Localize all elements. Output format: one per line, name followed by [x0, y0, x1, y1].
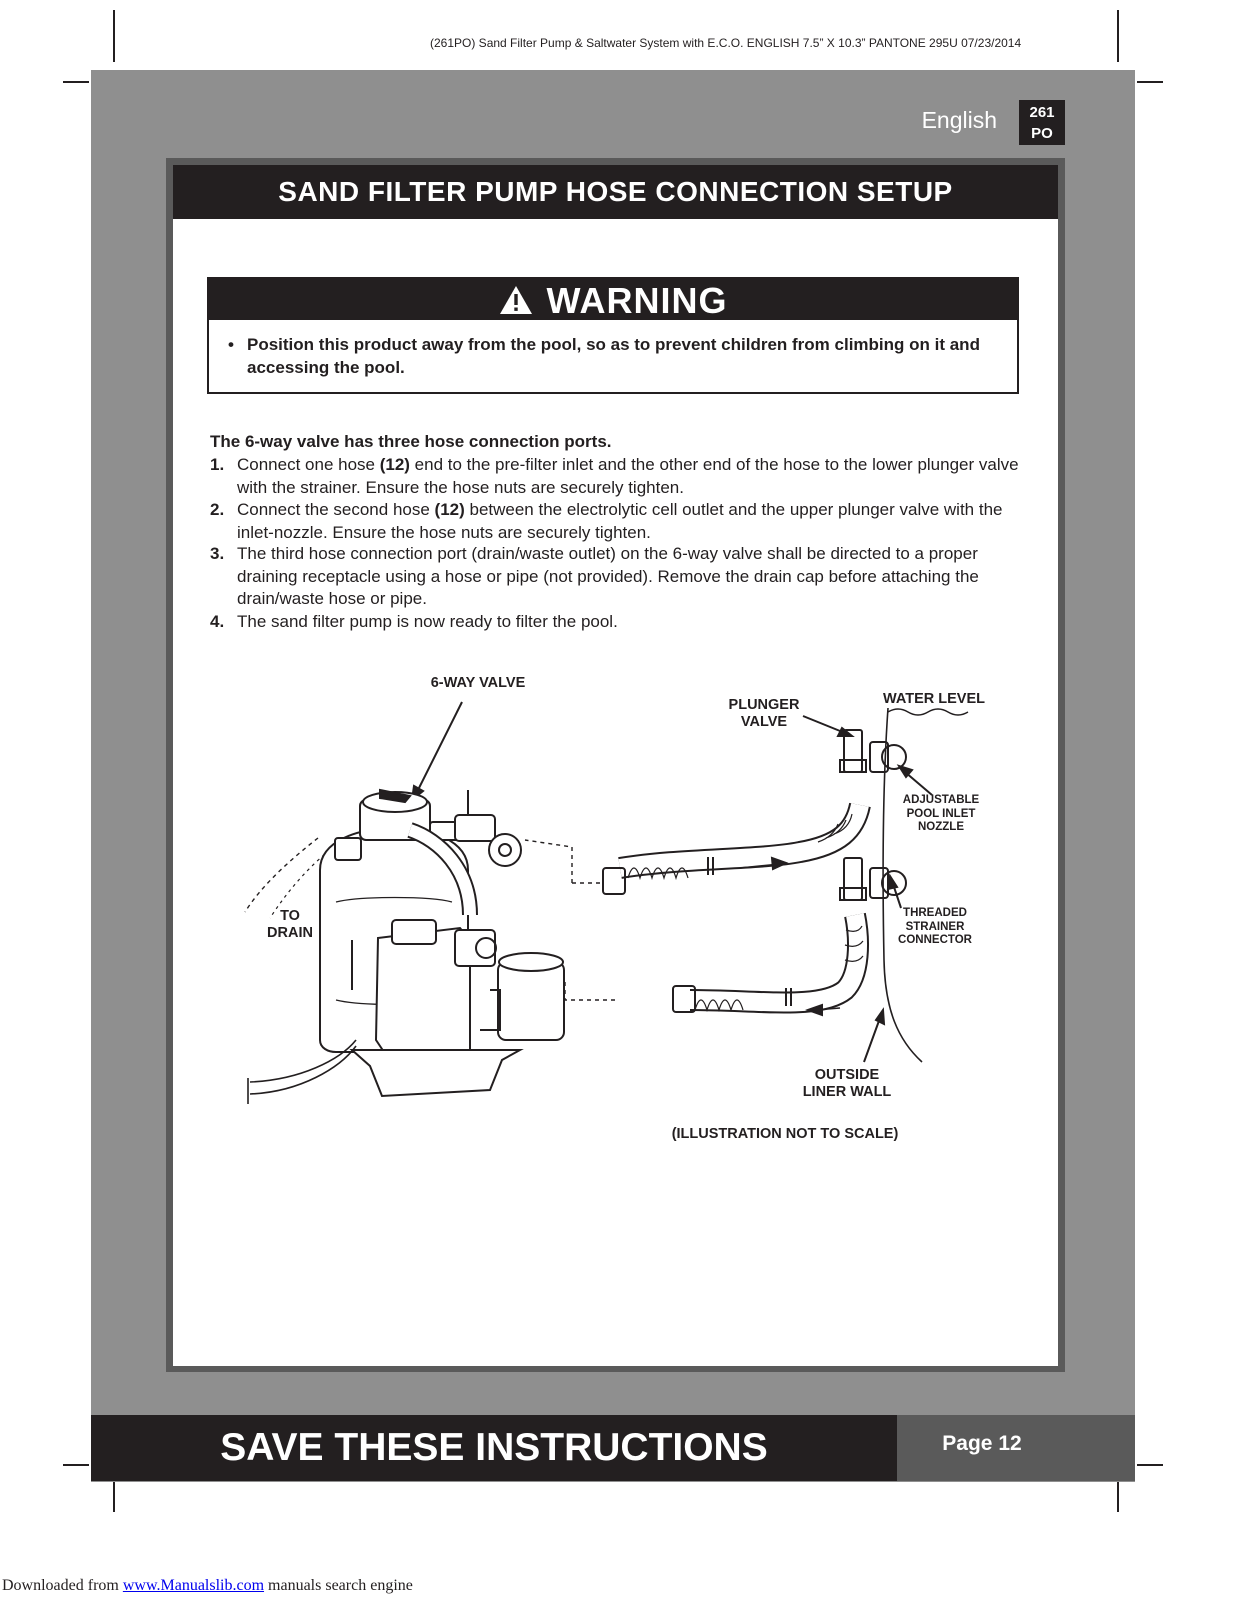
instructions-intro: The 6-way valve has three hose connectio… [210, 432, 612, 451]
print-header: (261PO) Sand Filter Pump & Saltwater Sys… [430, 36, 1022, 50]
warning-bullet: • [228, 335, 234, 354]
step-text: Connect the second hose [237, 500, 435, 519]
label-threaded-connector: THREADED STRAINER CONNECTOR [880, 907, 990, 948]
crop-mark [1137, 81, 1163, 83]
label-line: POOL INLET [906, 807, 976, 820]
crop-mark [63, 1464, 89, 1466]
manualslib-link[interactable]: www.Manualslib.com [122, 1577, 265, 1594]
warning-body: Position this product away from the pool… [247, 335, 980, 377]
warning-title: WARNING [546, 280, 728, 321]
label-outside-liner: OUTSIDE LINER WALL [787, 1067, 907, 1101]
hose-connection-illustration [244, 701, 969, 1104]
download-suffix: manuals search engine [264, 1577, 413, 1594]
content-panel [173, 219, 1058, 1366]
step-ref: (12) [379, 455, 410, 474]
step-number: 3. [210, 544, 225, 563]
step-text: The sand filter pump is now ready to fil… [237, 612, 618, 631]
download-note: Downloaded from www.Manualslib.com manua… [2, 1577, 413, 1595]
page-number: Page 12 [942, 1432, 1022, 1455]
model-badge-line2: PO [1031, 125, 1053, 142]
label-line: NOZZLE [918, 821, 964, 833]
download-prefix: Downloaded from [2, 1577, 123, 1594]
step-number: 1. [210, 455, 225, 474]
crop-mark [113, 10, 115, 62]
crop-mark [1117, 10, 1119, 62]
label-not-to-scale: (ILLUSTRATION NOT TO SCALE) [671, 1126, 899, 1142]
step-number: 2. [210, 500, 225, 519]
step-text: end to the pre-filter inlet and the othe… [237, 455, 1019, 497]
language-label: English [921, 107, 997, 133]
model-badge-line1: 261 [1029, 104, 1055, 121]
label-line: DRAIN [267, 925, 313, 941]
footer-save-instructions: SAVE THESE INSTRUCTIONS [220, 1426, 768, 1469]
step-text: The third hose connection port (drain/wa… [237, 544, 979, 608]
label-to-drain: TO DRAIN [250, 908, 330, 942]
step-item: 2. Connect the second hose (12) between … [210, 499, 1030, 544]
warning-triangle-icon [499, 286, 532, 315]
step-number: 4. [210, 612, 225, 631]
label-line: PLUNGER [728, 697, 800, 713]
crop-mark [113, 1482, 115, 1512]
crop-mark [1137, 1464, 1163, 1466]
label-line: ADJUSTABLE [902, 794, 980, 806]
label-line: OUTSIDE [814, 1067, 880, 1083]
section-title: SAND FILTER PUMP HOSE CONNECTION SETUP [173, 165, 1058, 219]
label-line: TO [280, 908, 300, 924]
label-line: STRAINER [905, 920, 965, 933]
label-line: VALVE [740, 714, 788, 730]
step-text: Connect one hose [237, 455, 380, 474]
crop-mark [1117, 1482, 1119, 1512]
warning-box [207, 277, 1019, 394]
label-6-way-valve: 6-WAY VALVE [430, 675, 526, 691]
step-item: 4. The sand filter pump is now ready to … [210, 611, 1030, 634]
footer-bar [91, 1415, 897, 1481]
step-ref: (12) [434, 500, 465, 519]
label-water-level: WATER LEVEL [882, 691, 986, 707]
warning-header: WARNING [209, 279, 1017, 321]
label-plunger-valve: PLUNGER VALVE [719, 697, 809, 731]
label-line: CONNECTOR [898, 934, 972, 946]
crop-mark [63, 81, 89, 83]
footer-page-box [897, 1415, 1135, 1481]
warning-text: • Position this product away from the po… [228, 333, 998, 379]
model-badge: 261 PO [1019, 100, 1065, 145]
label-line: LINER WALL [802, 1084, 892, 1100]
step-item: 3. The third hose connection port (drain… [210, 543, 1030, 611]
step-item: 1. Connect one hose (12) end to the pre-… [210, 454, 1030, 499]
step-text: between the electrolytic cell outlet and… [237, 500, 1003, 542]
label-adjustable-nozzle: ADJUSTABLE POOL INLET NOZZLE [886, 794, 996, 835]
label-line: THREADED [903, 907, 967, 919]
